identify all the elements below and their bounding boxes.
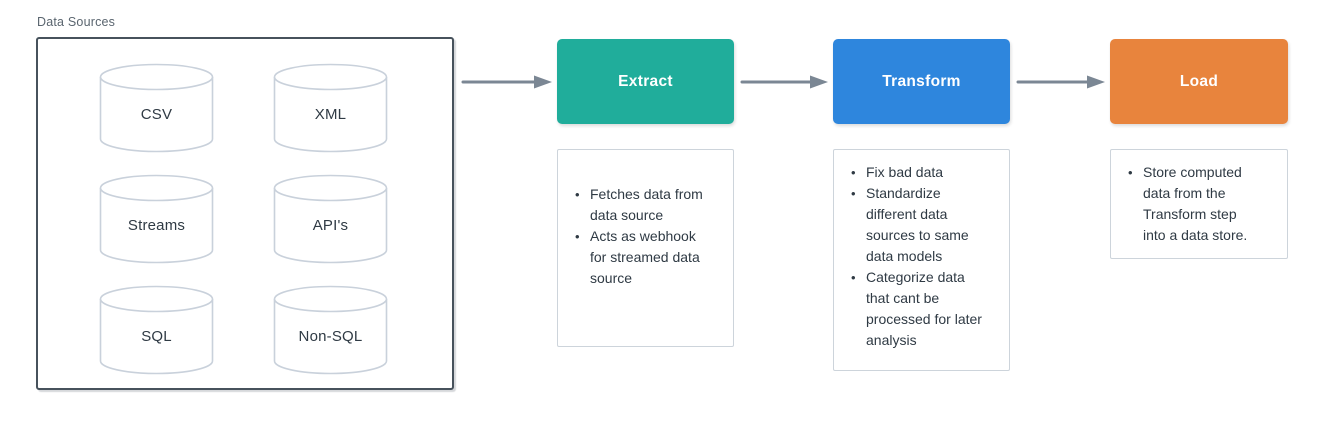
bullet-item: Store computed data from the Transform s… bbox=[1126, 162, 1262, 246]
source-label: SQL bbox=[141, 328, 172, 345]
database-cylinder-icon bbox=[273, 174, 388, 264]
source-label: API's bbox=[312, 217, 349, 234]
source-cylinder-sql: SQL bbox=[99, 285, 214, 375]
source-cylinder-streams: Streams bbox=[99, 174, 214, 264]
source-cylinder-csv: CSV bbox=[99, 63, 214, 153]
arrow-right-icon bbox=[1016, 75, 1105, 89]
bullet-item: Fix bad data bbox=[849, 162, 985, 183]
extract-notes-box: Fetches data from data source Acts as we… bbox=[557, 149, 734, 347]
arrow-right-icon bbox=[740, 75, 828, 89]
source-label: Streams bbox=[127, 217, 186, 234]
load-step-box: Load bbox=[1110, 39, 1288, 124]
database-cylinder-icon bbox=[99, 63, 214, 153]
bullet-item: Acts as webhook for streamed data source bbox=[573, 226, 709, 289]
bullet-item: Standardize different data sources to sa… bbox=[849, 183, 985, 267]
bullet-item: Categorize data that cant be processed f… bbox=[849, 267, 985, 351]
database-cylinder-icon bbox=[99, 285, 214, 375]
database-cylinder-icon bbox=[99, 174, 214, 264]
bullet-item: Fetches data from data source bbox=[573, 184, 709, 226]
arrow-right-icon bbox=[461, 75, 552, 89]
source-cylinder-nonsql: Non-SQL bbox=[273, 285, 388, 375]
source-cylinder-xml: XML bbox=[273, 63, 388, 153]
extract-step-box: Extract bbox=[557, 39, 734, 124]
database-cylinder-icon bbox=[273, 63, 388, 153]
source-label: CSV bbox=[140, 106, 173, 123]
data-sources-box: CSV XML Streams API's bbox=[36, 37, 454, 390]
load-notes-box: Store computed data from the Transform s… bbox=[1110, 149, 1288, 259]
source-label: Non-SQL bbox=[298, 328, 363, 345]
transform-step-box: Transform bbox=[833, 39, 1010, 124]
extract-bullet-list: Fetches data from data source Acts as we… bbox=[573, 184, 725, 289]
database-cylinder-icon bbox=[273, 285, 388, 375]
data-sources-label: Data Sources bbox=[37, 15, 116, 29]
transform-bullet-list: Fix bad data Standardize different data … bbox=[849, 162, 1001, 351]
source-label: XML bbox=[314, 106, 347, 123]
transform-notes-box: Fix bad data Standardize different data … bbox=[833, 149, 1010, 371]
source-cylinder-apis: API's bbox=[273, 174, 388, 264]
load-bullet-list: Store computed data from the Transform s… bbox=[1126, 162, 1279, 246]
